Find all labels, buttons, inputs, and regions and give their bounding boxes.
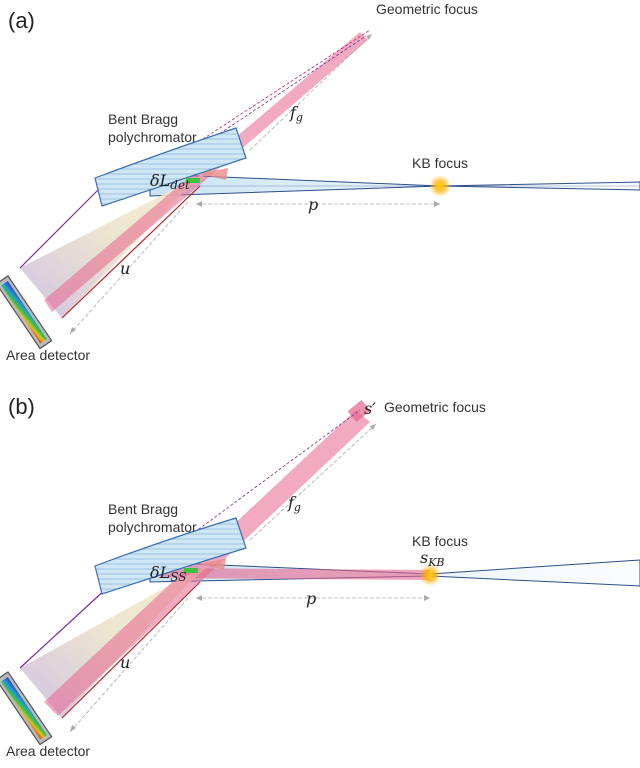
f-g-label-a: fg (289, 103, 303, 124)
f-g-arrow-a (249, 33, 373, 151)
area-detector-b (0, 671, 53, 746)
s-kb-label: sKB (420, 548, 445, 569)
u-arrowhead-a (70, 327, 76, 334)
bent-bragg-label-b-2: polychromator (108, 519, 197, 535)
geometric-focus-label-a: Geometric focus (376, 1, 478, 17)
u-label-a: u (120, 259, 130, 278)
p-arrowhead-right-a (434, 201, 440, 207)
pink-kb-beam-b (160, 568, 430, 580)
u-label-b: u (120, 653, 130, 672)
incidence-wedge-a (200, 168, 228, 180)
crystal-hit-green-b (184, 568, 198, 573)
panel-b-label: (b) (8, 394, 35, 419)
delta-l-det-label: δLdet (150, 171, 190, 192)
panel-a-label: (a) (8, 8, 35, 33)
bent-bragg-label-a-2: polychromator (108, 129, 197, 145)
delta-l-ss-label: δLSS (150, 563, 187, 584)
crystal-hit-green-a (186, 178, 200, 183)
kb-focus-label-a: KB focus (412, 155, 468, 171)
panel-b: (b) s′ Geometric fo (0, 394, 640, 759)
bent-bragg-label-a-1: Bent Bragg (108, 111, 178, 127)
u-arrowhead-b (70, 725, 76, 732)
fan-red-edge-b (61, 581, 201, 719)
fan-purple-edge-a (19, 177, 111, 269)
pink-beam-a (44, 32, 368, 312)
f-g-arrow-b (249, 423, 377, 541)
s-prime-label: s′ (364, 399, 376, 418)
f-g-arrowhead-a (366, 34, 372, 40)
area-detector-label-b: Area detector (6, 743, 90, 759)
incidence-wedge-b (200, 558, 226, 570)
p-arrowhead-left-b (196, 595, 202, 601)
area-detector-a (0, 275, 53, 350)
area-detector-label-a: Area detector (6, 347, 90, 363)
p-label-a: p (308, 195, 318, 214)
fan-red-edge-a (61, 185, 201, 319)
u-arrow-a (69, 201, 189, 335)
p-arrowhead-left-a (196, 201, 202, 207)
s-prime-source-b (347, 399, 371, 423)
bent-bragg-crystal-a (94, 127, 247, 207)
p-arrowhead-right-b (424, 595, 430, 601)
f-g-label-b: fg (287, 493, 301, 514)
kb-focus-label-b: KB focus (412, 533, 468, 549)
bent-bragg-label-b-1: Bent Bragg (108, 501, 178, 517)
f-g-arrowhead-b (370, 424, 376, 430)
panel-a: (a) Geometric focus Bent (0, 1, 640, 363)
p-label-b: p (306, 589, 316, 608)
kb-focus-glow-a (429, 175, 451, 197)
kb-focus-glow-b (419, 564, 441, 586)
geometric-focus-dash-a2 (119, 35, 367, 201)
geometric-focus-label-b: Geometric focus (384, 399, 486, 415)
bent-bragg-crystal-b (94, 517, 247, 595)
